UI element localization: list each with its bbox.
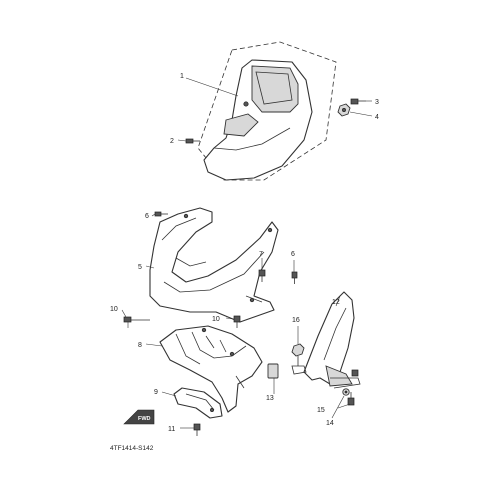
screw-part-11 [193,423,201,436]
screw-part-2 [185,138,200,144]
callout-8: 8 [138,342,142,349]
nut-part-4 [337,103,351,117]
clip-part-7 [258,269,266,282]
fwd-badge-text: FWD [138,416,151,422]
callout-6a: 6 [145,213,149,220]
callout-labels: 1 2 3 4 5 6 6 7 8 9 10 10 11 12 13 14 15… [110,73,379,433]
assembly-boundary [197,41,337,181]
callout-4: 4 [375,114,379,121]
inner-panel-part-5 [149,207,279,323]
bolt-part-14 [347,392,355,406]
screw-part-6a [154,211,168,217]
leader-lines [121,77,373,429]
screw-part-6b [291,271,298,284]
callout-10b: 10 [212,316,220,323]
reflector-part-13 [267,363,279,379]
callout-2: 2 [170,138,174,145]
callout-3: 3 [375,99,379,106]
callout-9: 9 [154,389,158,396]
bracket-part-9 [173,387,223,419]
callout-5: 5 [138,264,142,271]
callout-12: 12 [332,299,340,306]
callout-6b: 6 [291,251,295,258]
callout-1: 1 [180,73,184,80]
diagram-code: 4TF1414-S142 [110,445,154,452]
callout-16: 16 [292,317,300,324]
callout-10a: 10 [110,306,118,313]
callout-7: 7 [259,251,263,258]
callout-15: 15 [317,407,325,414]
forward-direction-icon: FWD [123,409,155,425]
bolt-part-3 [350,98,366,105]
screw-part-10a [123,316,150,328]
callout-13: 13 [266,395,274,402]
front-fender-part-12 [303,291,361,389]
screw-part-10b [233,315,241,328]
callout-14: 14 [326,420,334,427]
under-cover-part-8 [159,325,263,413]
front-cowl-part-1 [203,59,313,181]
callout-11: 11 [168,426,175,433]
nut-part-16 [291,343,307,375]
washer-part-15 [342,388,350,396]
